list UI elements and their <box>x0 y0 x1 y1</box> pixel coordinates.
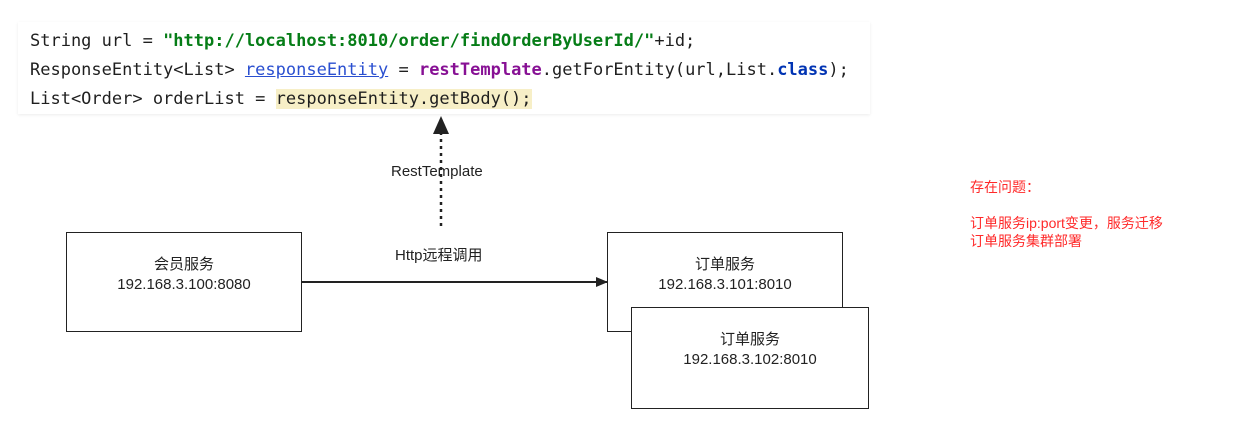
code-text: ResponseEntity<List> <box>30 60 245 80</box>
code-line-1: String url = "http://localhost:8010/orde… <box>30 28 695 54</box>
code-text: .getForEntity(url,List. <box>541 60 778 80</box>
code-text: ); <box>828 60 849 80</box>
member-service-address: 192.168.3.100:8080 <box>117 276 251 293</box>
problem-title: 存在问题： <box>970 179 1040 195</box>
code-text: String url = <box>30 31 164 51</box>
rest-template-label: RestTemplate <box>391 163 483 180</box>
url-string-literal: "http://localhost:8010/order/findOrderBy… <box>163 31 655 51</box>
code-snippet: String url = "http://localhost:8010/orde… <box>18 22 870 114</box>
code-line-3: List<Order> orderList = responseEntity.g… <box>30 86 532 112</box>
order-service-box-2: 订单服务 192.168.3.102:8010 <box>631 307 869 409</box>
code-text: = <box>388 60 419 80</box>
class-keyword: class <box>777 60 829 80</box>
dotted-arrowhead <box>433 116 449 134</box>
code-text: +id; <box>654 31 696 51</box>
code-text: List<Order> orderList = <box>30 89 276 109</box>
problem-item-1: 订单服务ip:port变更，服务迁移 <box>970 215 1163 231</box>
highlighted-get-body: responseEntity.getBody(); <box>275 89 532 109</box>
http-call-label: Http远程调用 <box>395 247 483 264</box>
order-service-1-address: 192.168.3.101:8010 <box>658 276 792 293</box>
order-service-2-name: 订单服务 <box>719 331 780 348</box>
problem-notes: 存在问题： 订单服务ip:port变更，服务迁移 订单服务集群部署 <box>970 178 1163 250</box>
rest-template-field: restTemplate <box>418 60 542 80</box>
member-service-name: 会员服务 <box>153 256 214 273</box>
response-entity-variable: responseEntity <box>244 60 389 80</box>
member-service-box: 会员服务 192.168.3.100:8080 <box>66 232 302 332</box>
order-service-1-name: 订单服务 <box>694 256 755 273</box>
code-line-2: ResponseEntity<List> responseEntity = re… <box>30 57 849 83</box>
problem-item-2: 订单服务集群部署 <box>970 233 1082 249</box>
order-service-2-address: 192.168.3.102:8010 <box>683 351 817 368</box>
